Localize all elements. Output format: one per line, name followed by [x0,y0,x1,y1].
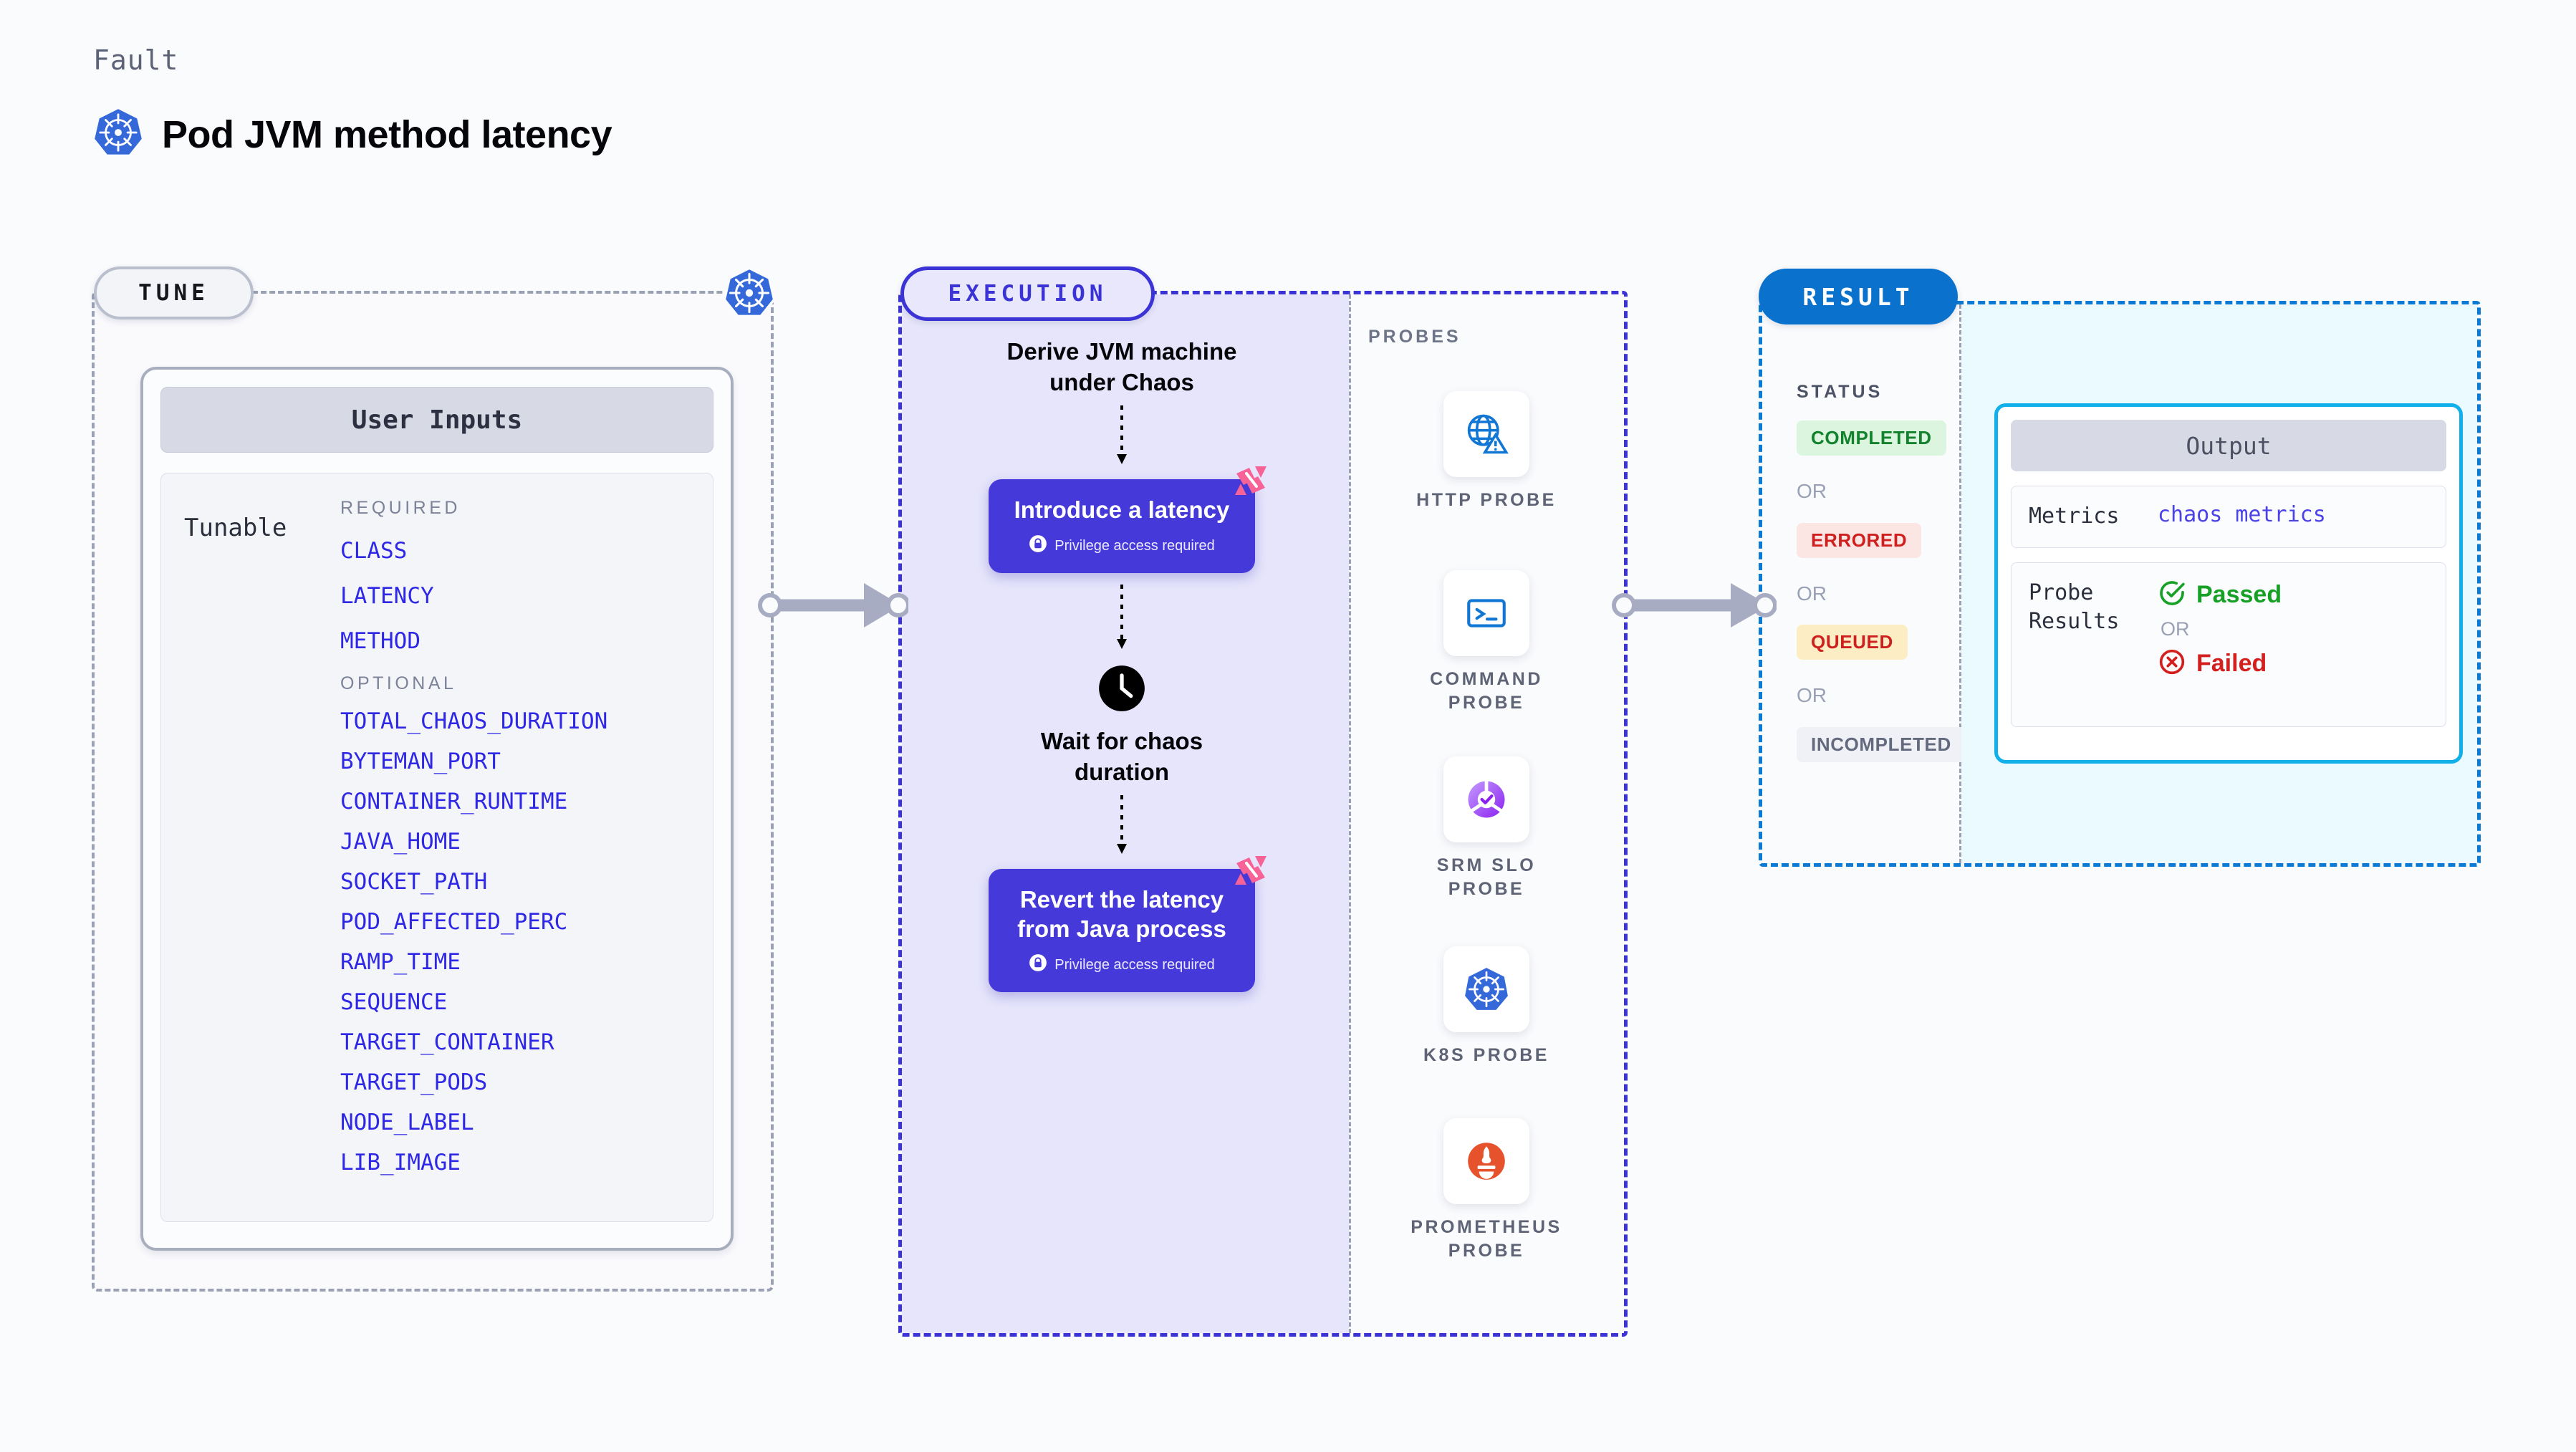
probe-label: PROMETHEUS PROBE [1410,1217,1562,1261]
required-param[interactable]: CLASS [340,538,408,564]
passed-label: Passed [2196,580,2282,608]
result-stage-label: RESULT [1802,282,1914,311]
probe-label: COMMAND PROBE [1430,669,1543,713]
required-param[interactable]: LATENCY [340,583,434,609]
lock-icon [1029,534,1047,557]
introduce-latency-title: Introduce a latency [1014,496,1230,523]
probe-item-prometheus[interactable]: PROMETHEUS PROBE [1345,1118,1628,1262]
tune-stage-pill[interactable]: TUNE [94,266,254,319]
optional-param[interactable]: TOTAL_CHAOS_DURATION [340,708,608,734]
privilege-text: Privilege access required [1054,537,1215,554]
probe-result-passed: Passed [2158,579,2282,611]
probe-label: K8S PROBE [1423,1045,1549,1065]
result-status-column: STATUS COMPLETED OR ERRORED OR QUEUED OR… [1762,304,1966,863]
optional-param[interactable]: TARGET_PODS [340,1069,488,1095]
terminal-icon [1443,570,1529,656]
revert-latency-card[interactable]: Revert the latency from Java process Pri… [989,855,1267,993]
user-inputs-card: User Inputs Tunable REQUIRED CLASS LATENC… [140,367,734,1251]
x-circle-icon [2158,648,2186,680]
optional-param[interactable]: RAMP_TIME [340,949,461,975]
srm-slo-icon [1443,756,1529,842]
status-title: STATUS [1797,382,1883,402]
tunable-label: Tunable [184,514,287,542]
probes-divider [1349,294,1351,1333]
required-group-title: REQUIRED [340,498,461,518]
execution-flow: Derive JVM machine under Chaos Introduce… [898,337,1345,993]
metrics-value[interactable]: chaos metrics [2158,502,2326,527]
failed-label: Failed [2196,649,2267,677]
optional-group-title: OPTIONAL [340,673,457,693]
clock-icon [1097,664,1146,716]
kubernetes-icon [1443,946,1529,1032]
or-label: OR [1797,582,1827,605]
globe-warning-icon [1443,391,1529,477]
kubernetes-icon [93,107,143,161]
required-param-list: CLASS LATENCY METHOD [340,538,713,654]
derive-jvm-step-title: Derive JVM machine under Chaos [1006,338,1237,395]
execution-stage-label: EXECUTION [948,281,1107,307]
privilege-row: Privilege access required [1009,953,1235,976]
kubernetes-icon [723,266,776,319]
introduce-latency-card[interactable]: Introduce a latency Privilege access req… [989,466,1267,574]
probes-title: PROBES [1368,327,1461,347]
prometheus-icon [1443,1118,1529,1204]
status-badge-queued: QUEUED [1797,625,1908,660]
wait-chaos-title: Wait for chaos duration [1040,728,1203,785]
arrow-down-icon [1115,405,1129,472]
check-circle-icon [2158,579,2186,611]
page-title: Pod JVM method latency [162,112,612,156]
user-inputs-header: User Inputs [160,387,713,453]
probe-label: SRM SLO PROBE [1436,855,1537,899]
execution-fill [902,294,1349,1333]
lock-icon [1029,953,1047,976]
optional-param[interactable]: POD_AFFECTED_PERC [340,909,568,935]
status-badge-incompleted: INCOMPLETED [1797,727,1966,762]
tunable-body: Tunable REQUIRED CLASS LATENCY METHOD OPTI… [160,473,713,1222]
harness-logo-icon [1234,853,1268,891]
metrics-row: Metrics chaos metrics [2011,486,2446,548]
execution-stage-pill[interactable]: EXECUTION [900,266,1155,321]
probe-results-key: Probe Results [2029,580,2120,635]
probe-item-command[interactable]: COMMAND PROBE [1345,570,1628,714]
optional-param-list: TOTAL_CHAOS_DURATION BYTEMAN_PORT CONTAINE… [340,708,713,1175]
eyebrow-label: Fault [93,44,179,76]
optional-param[interactable]: JAVA_HOME [340,829,461,855]
optional-param[interactable]: TARGET_CONTAINER [340,1029,554,1055]
optional-param[interactable]: SEQUENCE [340,989,448,1015]
page-header: Fault Pod JVM method latency [93,44,612,161]
execution-section [898,291,1628,1337]
output-header: Output [2011,420,2446,471]
optional-param[interactable]: BYTEMAN_PORT [340,749,501,774]
result-stage-pill[interactable]: RESULT [1759,269,1958,324]
output-card: Output Metrics chaos metrics Probe Resul… [1994,403,2463,764]
or-label: OR [1797,480,1827,502]
optional-param[interactable]: NODE_LABEL [340,1110,474,1135]
or-label: OR [1797,684,1827,706]
title-row: Pod JVM method latency [93,107,612,161]
status-badge-errored: ERRORED [1797,523,1922,558]
revert-latency-title: Revert the latency from Java process [1017,885,1226,943]
status-badge-completed: COMPLETED [1797,420,1946,456]
or-label: OR [2161,617,2190,640]
arrow-down-icon [1115,794,1129,862]
connector-tune-to-execution [758,573,910,641]
arrow-down-icon [1115,585,1129,657]
probe-item-srm-slo[interactable]: SRM SLO PROBE [1345,756,1628,900]
connector-execution-to-result [1612,573,1777,641]
probes-panel: PROBES HTTP PROBE COMMAND PROBE [1345,291,1628,1337]
tune-stage-label: TUNE [138,280,209,306]
probe-results-row: Probe Results Passed OR [2011,562,2446,727]
metrics-key: Metrics [2029,504,2120,529]
optional-param[interactable]: CONTAINER_RUNTIME [340,789,568,814]
probe-item-http[interactable]: HTTP PROBE [1345,391,1628,512]
harness-logo-icon [1234,463,1268,501]
probe-item-k8s[interactable]: K8S PROBE [1345,946,1628,1067]
optional-param[interactable]: SOCKET_PATH [340,869,488,895]
privilege-row: Privilege access required [1009,534,1235,557]
optional-param[interactable]: LIB_IMAGE [340,1150,461,1175]
probe-result-failed: Failed [2158,648,2282,680]
required-param[interactable]: METHOD [340,628,420,654]
probe-label: HTTP PROBE [1416,490,1557,510]
privilege-text: Privilege access required [1054,956,1215,973]
